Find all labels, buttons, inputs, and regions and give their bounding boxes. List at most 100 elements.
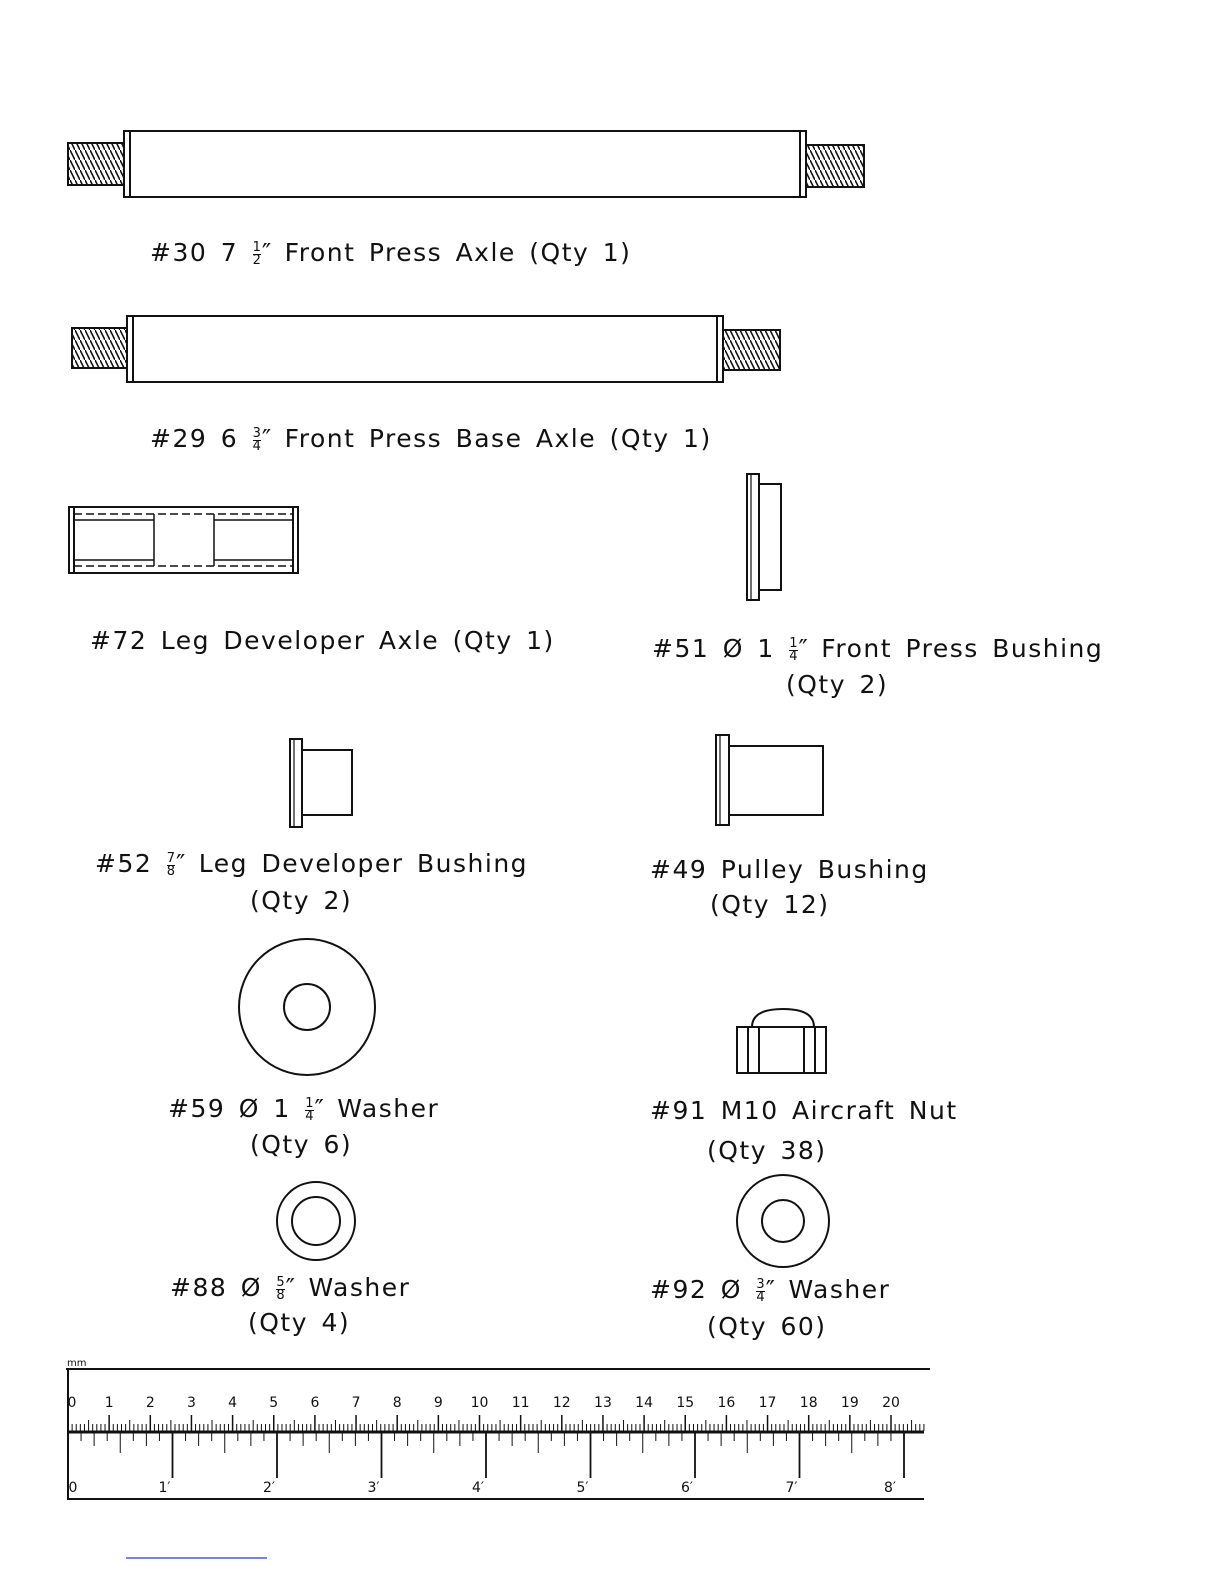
part-number: #30 xyxy=(150,238,208,267)
qty-49: (Qty 12) xyxy=(710,890,830,919)
part-number: #29 xyxy=(150,424,208,453)
part-qty: (Qty 1) xyxy=(452,626,555,655)
front-press-axle-drawing xyxy=(67,130,865,198)
cm-label: 4 xyxy=(228,1395,237,1411)
part-number: #49 xyxy=(650,855,708,884)
inch-label: 2′ xyxy=(263,1480,275,1496)
cm-label: 18 xyxy=(800,1395,818,1411)
part-number: #51 xyxy=(652,634,710,663)
size-whole: 7 xyxy=(220,238,239,267)
inch-ticks xyxy=(67,1433,905,1478)
mm-ticks xyxy=(67,1415,925,1431)
inch-label: 5′ xyxy=(576,1480,588,1496)
part-qty: (Qty 1) xyxy=(529,238,632,267)
part-number: #91 xyxy=(650,1096,708,1125)
part-name: M10 Aircraft Nut xyxy=(720,1096,958,1125)
cm-label: 20 xyxy=(882,1395,900,1411)
cm-label: 14 xyxy=(635,1395,653,1411)
cm-label: 6 xyxy=(310,1395,319,1411)
part-name: Washer xyxy=(308,1273,411,1302)
part-name: Washer xyxy=(788,1275,891,1304)
part-number: #92 xyxy=(650,1275,708,1304)
diameter-symbol: Ø xyxy=(720,1275,742,1304)
label-49: #49 Pulley Bushing xyxy=(650,855,929,884)
cm-label: 1 xyxy=(105,1395,114,1411)
cm-label: 8 xyxy=(393,1395,402,1411)
part-name: Front Press Bushing xyxy=(821,634,1104,663)
front-press-base-axle-drawing xyxy=(71,315,781,383)
cm-label: 17 xyxy=(759,1395,777,1411)
cm-label: 2 xyxy=(146,1395,155,1411)
inch-label: 6′ xyxy=(681,1480,693,1496)
part-name: Washer xyxy=(337,1094,440,1123)
part-name: Leg Developer Bushing xyxy=(198,849,529,878)
label-72: #72 Leg Developer Axle (Qty 1) xyxy=(90,626,555,655)
cm-label: 12 xyxy=(553,1395,571,1411)
inch-label: 1′ xyxy=(158,1480,170,1496)
part-number: #88 xyxy=(170,1273,228,1302)
label-91: #91 M10 Aircraft Nut xyxy=(650,1096,958,1125)
inch-label: 7′ xyxy=(785,1480,797,1496)
qty-52: (Qty 2) xyxy=(250,886,353,915)
front-press-bushing-drawing xyxy=(746,473,782,601)
size-whole: 6 xyxy=(220,424,239,453)
inch-label: 0 xyxy=(69,1480,78,1496)
qty-88: (Qty 4) xyxy=(248,1308,351,1337)
inch-label: 8′ xyxy=(884,1480,896,1496)
qty-92: (Qty 60) xyxy=(707,1312,827,1341)
size-whole: 1 xyxy=(757,634,775,663)
cm-label: 9 xyxy=(434,1395,443,1411)
ruler-unit-label: mm xyxy=(67,1358,86,1369)
part-number: #52 xyxy=(95,849,153,878)
cm-label: 13 xyxy=(594,1395,612,1411)
cm-label: 3 xyxy=(187,1395,196,1411)
part-number: #59 xyxy=(168,1094,226,1123)
washer-3-4-drawing xyxy=(736,1174,830,1268)
cm-label: 5 xyxy=(269,1395,278,1411)
inch-labels: 0 1′ 2′ 3′ 4′ 5′ 6′ 7′ 8′ xyxy=(69,1480,897,1496)
cm-label: 10 xyxy=(471,1395,489,1411)
qty-51: (Qty 2) xyxy=(786,670,889,699)
inch-label: 4′ xyxy=(472,1480,484,1496)
washer-1-1-4-drawing xyxy=(238,938,376,1076)
part-qty: (Qty 1) xyxy=(609,424,712,453)
cm-label: 0 xyxy=(68,1395,77,1411)
ruler xyxy=(66,1368,930,1500)
qty-91: (Qty 38) xyxy=(707,1136,827,1165)
cm-label: 7 xyxy=(352,1395,361,1411)
part-name: Pulley Bushing xyxy=(720,855,929,884)
pulley-bushing-drawing xyxy=(715,734,824,826)
washer-5-8-drawing xyxy=(276,1181,356,1261)
aircraft-nut-drawing xyxy=(736,1007,827,1074)
cm-label: 15 xyxy=(676,1395,694,1411)
diameter-symbol: Ø xyxy=(722,634,744,663)
cm-label: 11 xyxy=(512,1395,530,1411)
cm-label: 19 xyxy=(841,1395,859,1411)
qty-59: (Qty 6) xyxy=(250,1130,353,1159)
diameter-symbol: Ø xyxy=(238,1094,260,1123)
part-name: Leg Developer Axle xyxy=(160,626,440,655)
diameter-symbol: Ø xyxy=(240,1273,262,1302)
leg-developer-bushing-drawing xyxy=(289,738,353,828)
inch-label: 3′ xyxy=(367,1480,379,1496)
part-number: #72 xyxy=(90,626,148,655)
leg-developer-axle-drawing xyxy=(68,506,299,574)
part-name: Front Press Base Axle xyxy=(284,424,597,453)
cm-label: 16 xyxy=(717,1395,735,1411)
